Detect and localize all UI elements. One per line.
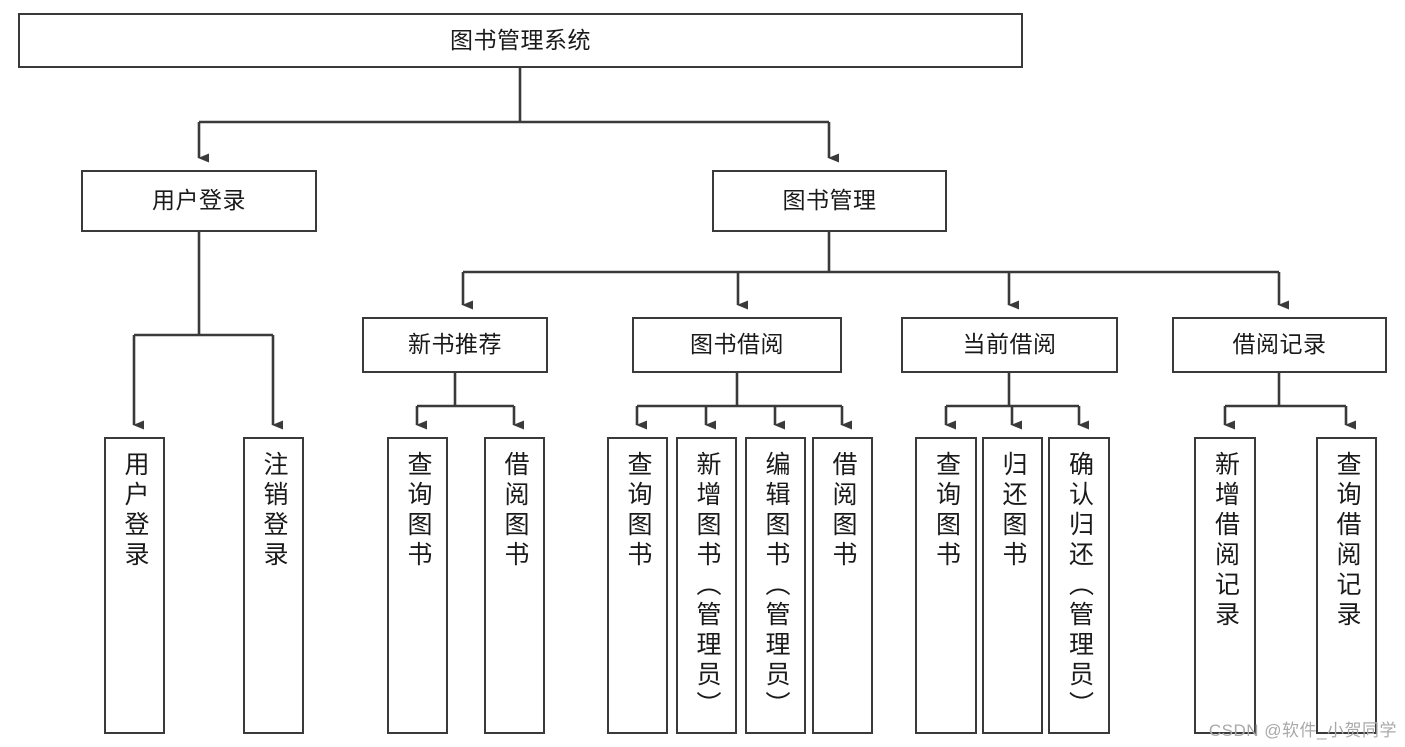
node-label: 查询图书 bbox=[404, 451, 432, 571]
leaf-node-确认归还管理员-10[interactable]: 确认归还（管理员） bbox=[1048, 437, 1110, 734]
leaf-node-借阅图书-3[interactable]: 借阅图书 bbox=[484, 437, 545, 734]
csdn-watermark: CSDN @软件_小贺同学 bbox=[1208, 721, 1397, 740]
node-label: 图书借阅 bbox=[690, 331, 784, 358]
node-label: 注销登录 bbox=[260, 451, 288, 571]
node-label: 确认归还（管理员） bbox=[1065, 451, 1094, 721]
submodule-node-新书推荐-0[interactable]: 新书推荐 bbox=[362, 317, 548, 373]
leaf-node-查询图书-8[interactable]: 查询图书 bbox=[915, 437, 977, 734]
leaf-node-注销登录-1[interactable]: 注销登录 bbox=[243, 437, 304, 734]
module-node-图书管理-1[interactable]: 图书管理 bbox=[712, 170, 947, 232]
node-label: 新增图书（管理员） bbox=[693, 451, 721, 721]
leaf-node-归还图书-9[interactable]: 归还图书 bbox=[982, 437, 1043, 734]
node-label: 当前借阅 bbox=[962, 331, 1057, 358]
node-label: 图书管理 bbox=[782, 187, 877, 214]
module-node-用户登录-0[interactable]: 用户登录 bbox=[81, 170, 317, 232]
leaf-node-编辑图书管理员-6[interactable]: 编辑图书（管理员） bbox=[745, 437, 806, 734]
node-label: 新增借阅记录 bbox=[1211, 451, 1240, 631]
leaf-node-查询图书-4[interactable]: 查询图书 bbox=[607, 437, 668, 734]
submodule-node-当前借阅-2[interactable]: 当前借阅 bbox=[901, 317, 1118, 373]
leaf-node-查询图书-2[interactable]: 查询图书 bbox=[387, 437, 448, 734]
node-label: 归还图书 bbox=[999, 451, 1027, 571]
root-node-图书管理系统[interactable]: 图书管理系统 bbox=[18, 13, 1023, 68]
node-label: 借阅记录 bbox=[1232, 331, 1327, 358]
node-label: 查询图书 bbox=[624, 451, 652, 571]
leaf-node-查询借阅记录-12[interactable]: 查询借阅记录 bbox=[1316, 437, 1377, 734]
node-label: 用户登录 bbox=[121, 451, 149, 571]
leaf-node-新增借阅记录-11[interactable]: 新增借阅记录 bbox=[1194, 437, 1256, 734]
leaf-node-用户登录-0[interactable]: 用户登录 bbox=[104, 437, 165, 734]
leaf-node-新增图书管理员-5[interactable]: 新增图书（管理员） bbox=[676, 437, 737, 734]
node-label: 图书管理系统 bbox=[450, 26, 591, 53]
node-label: 用户登录 bbox=[152, 187, 246, 214]
node-label: 借阅图书 bbox=[829, 451, 857, 571]
node-label: 借阅图书 bbox=[501, 451, 529, 571]
submodule-node-借阅记录-3[interactable]: 借阅记录 bbox=[1172, 317, 1387, 373]
node-label: 查询图书 bbox=[932, 451, 961, 571]
node-label: 查询借阅记录 bbox=[1333, 451, 1361, 631]
node-label: 新书推荐 bbox=[408, 331, 502, 358]
leaf-node-借阅图书-7[interactable]: 借阅图书 bbox=[812, 437, 873, 734]
submodule-node-图书借阅-1[interactable]: 图书借阅 bbox=[632, 317, 842, 373]
node-label: 编辑图书（管理员） bbox=[762, 451, 790, 721]
